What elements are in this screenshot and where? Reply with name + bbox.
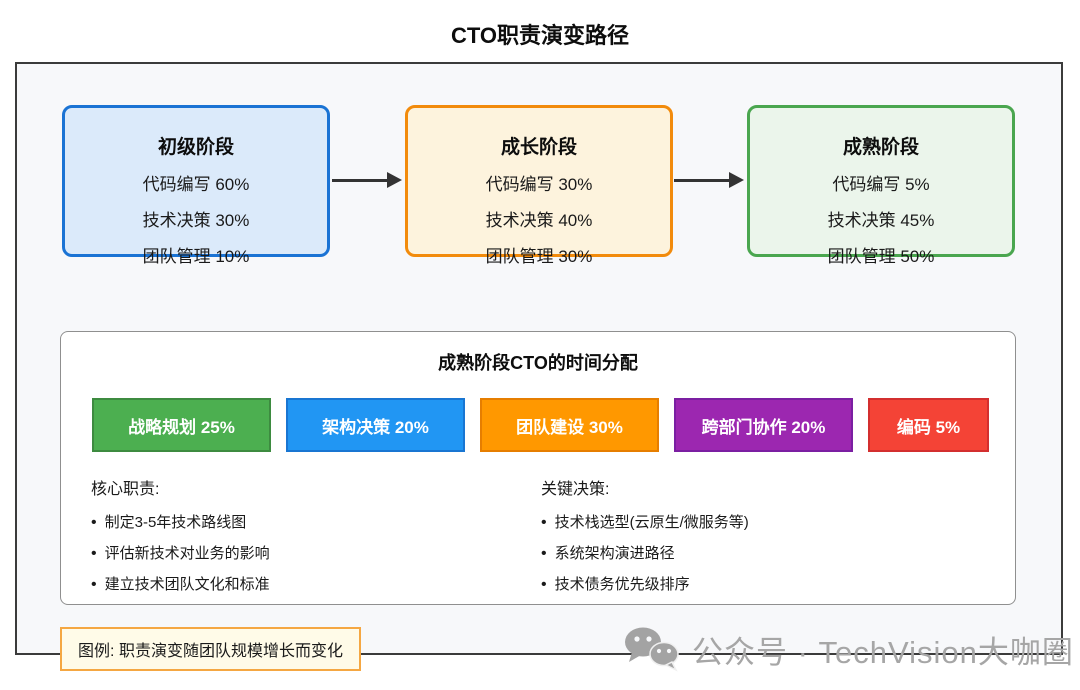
stage-line: 代码编写 60% [142,175,250,194]
stage-line: 团队管理 50% [827,247,935,266]
list-item: 建立技术团队文化和标准 [91,573,521,594]
bullet-list: 制定3-5年技术路线图 评估新技术对业务的影响 建立技术团队文化和标准 [91,511,521,594]
list-item: 评估新技术对业务的影响 [91,542,521,563]
key-decisions-column: 关键决策: 技术栈选型(云原生/微服务等) 系统架构演进路径 技术债务优先级排序 [541,475,971,604]
column-heading: 关键决策: [541,481,610,498]
right-arrow-icon [674,172,744,188]
stage-box-mature: 成熟阶段 代码编写 5% 技术决策 45% 团队管理 50% [747,105,1015,266]
bullet-list: 技术栈选型(云原生/微服务等) 系统架构演进路径 技术债务优先级排序 [541,511,971,594]
stage-line: 团队管理 10% [142,247,250,266]
stage-line: 代码编写 5% [832,175,930,194]
stage-box-junior: 初级阶段 代码编写 60% 技术决策 30% 团队管理 10% [62,105,330,266]
stage-title: 初级阶段 [157,137,234,158]
bar-strategy: 战略规划 25% [92,398,271,452]
bar-coding: 编码 5% [868,398,989,452]
list-item: 技术债务优先级排序 [541,573,971,594]
stage-title: 成熟阶段 [842,137,919,158]
right-arrow-icon [332,172,402,188]
core-duties-column: 核心职责: 制定3-5年技术路线图 评估新技术对业务的影响 建立技术团队文化和标… [91,475,521,604]
bar-architecture: 架构决策 20% [286,398,465,452]
time-allocation-bars: 战略规划 25% 架构决策 20% 团队建设 30% 跨部门协作 20% 编码 … [92,398,989,452]
watermark: 公众号 · TechVision大咖圈 [622,626,1074,672]
stage-line: 团队管理 30% [485,247,593,266]
stage-title: 成长阶段 [500,137,577,158]
list-item: 制定3-5年技术路线图 [91,511,521,532]
list-item: 技术栈选型(云原生/微服务等) [541,511,971,532]
bar-team-building: 团队建设 30% [480,398,659,452]
wechat-bubbles-icon [625,627,679,672]
list-item: 系统架构演进路径 [541,542,971,563]
stage-line: 代码编写 30% [485,175,593,194]
bar-cross-department: 跨部门协作 20% [674,398,853,452]
stage-line: 技术决策 45% [827,211,935,230]
watermark-text: 公众号 · TechVision大咖圈 [692,634,1074,670]
stage-box-growth: 成长阶段 代码编写 30% 技术决策 40% 团队管理 30% [405,105,673,266]
legend-box: 图例: 职责演变随团队规模增长而变化 [60,627,361,671]
panel-title: 成熟阶段CTO的时间分配 [438,353,638,373]
page-title: CTO职责演变路径 [450,23,630,48]
stage-line: 技术决策 40% [485,211,593,230]
time-allocation-panel: 成熟阶段CTO的时间分配 战略规划 25% 架构决策 20% 团队建设 30% … [60,331,1016,605]
stage-line: 技术决策 30% [142,211,250,230]
column-heading: 核心职责: [91,481,160,498]
